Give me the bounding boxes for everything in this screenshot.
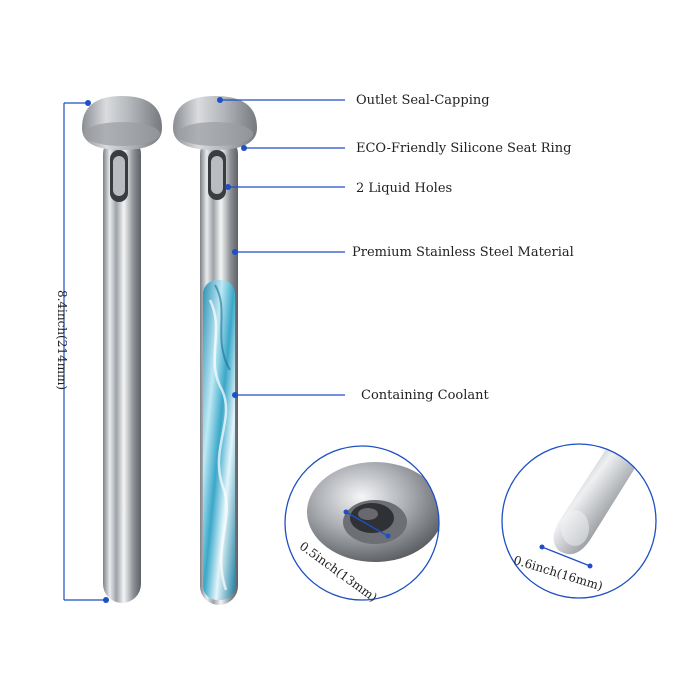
- tip-diameter-line: [541, 546, 591, 567]
- outlet-label: Outlet Seal-Capping: [356, 93, 490, 108]
- cap-diameter-line: [345, 511, 389, 537]
- seat-ring-label: ECO-Friendly Silicone Seat Ring: [356, 141, 571, 156]
- left-rod-body: [103, 135, 141, 603]
- length-top-dot: [85, 100, 91, 106]
- right-ice-stick: [173, 96, 257, 605]
- left-seat-ring: [84, 122, 160, 146]
- tip-detail-inset: 0.6inch(16mm): [501, 443, 657, 599]
- callout-leaders: [217, 97, 345, 398]
- cap-detail-inset: 0.5inch(13mm): [284, 445, 440, 605]
- coolant-fill: [203, 280, 235, 600]
- right-seat-ring: [177, 122, 253, 146]
- coolant-label: Containing Coolant: [361, 388, 490, 403]
- holes-label: 2 Liquid Holes: [356, 181, 452, 196]
- length-bottom-dot: [103, 597, 109, 603]
- material-label: Premium Stainless Steel Material: [352, 245, 574, 260]
- left-ice-stick: [82, 96, 162, 603]
- length-label: 8.4inch(214mm): [55, 290, 69, 390]
- cap-detail-border: [284, 445, 440, 601]
- length-dimension: 8.4inch(214mm): [55, 100, 109, 603]
- tip-detail-border: [501, 443, 657, 599]
